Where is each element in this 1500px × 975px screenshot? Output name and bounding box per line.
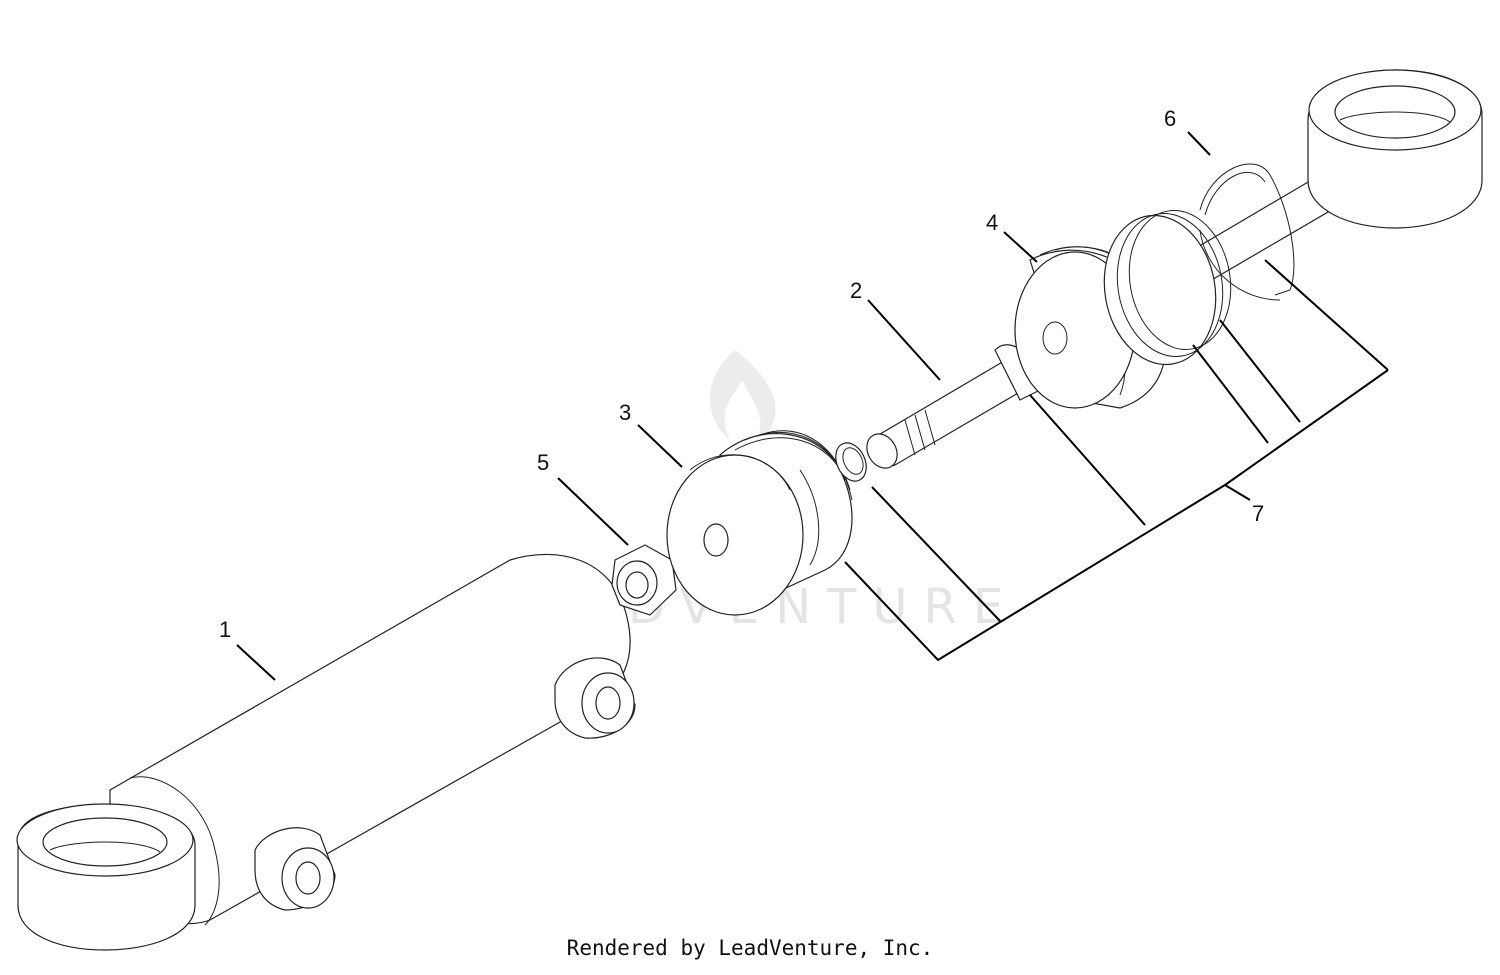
snap-ring (1199, 163, 1295, 301)
o-ring (835, 442, 867, 482)
callout-1: 1 (219, 617, 231, 642)
callout-7: 7 (1252, 501, 1264, 526)
hex-nut (611, 544, 677, 616)
leader-lines (236, 131, 1389, 681)
watermark-flame-logo (710, 350, 776, 450)
callout-2: 2 (850, 278, 862, 303)
piston-seal-rings (1103, 210, 1232, 366)
callout-3: 3 (619, 400, 631, 425)
callout-5: 5 (537, 450, 549, 475)
callout-labels: 1 2 3 4 5 6 7 (219, 106, 1264, 642)
cylinder-barrel (16, 553, 636, 951)
cylinder-head-gland (666, 430, 853, 616)
callout-6: 6 (1164, 106, 1176, 131)
callout-4: 4 (986, 210, 998, 235)
footer-credit: Rendered by LeadVenture, Inc. (566, 936, 934, 960)
